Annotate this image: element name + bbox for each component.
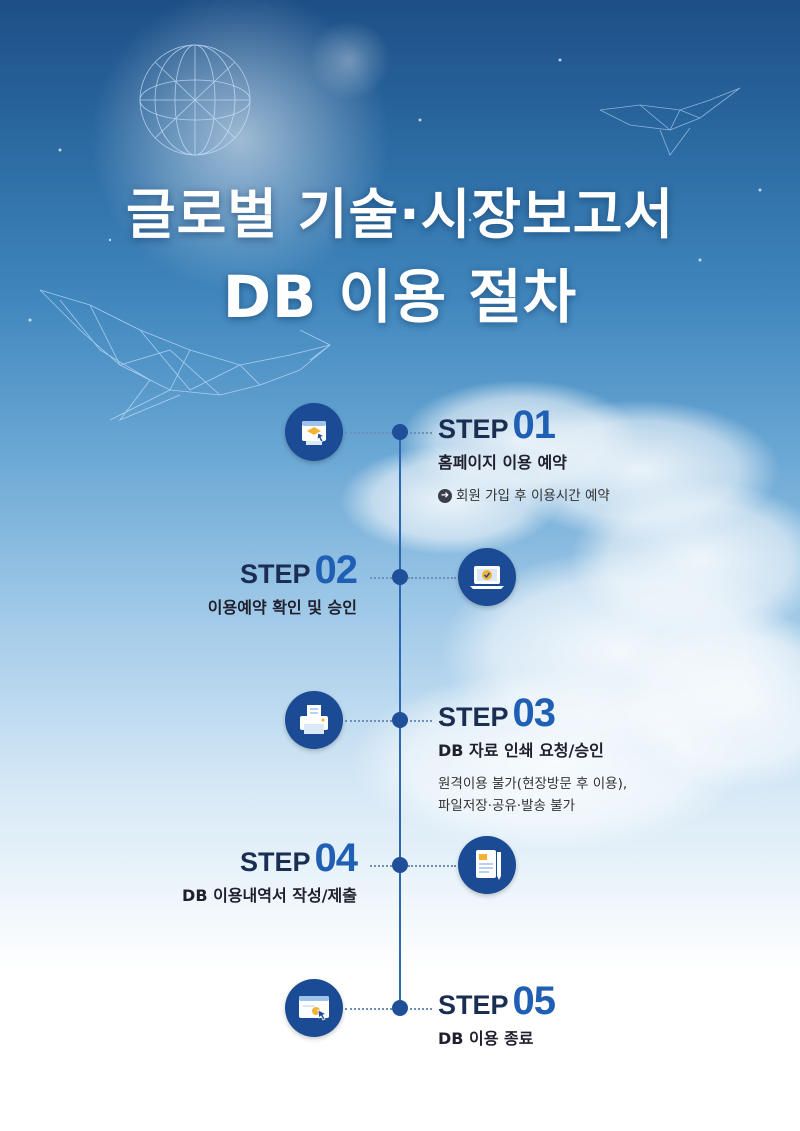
clouds <box>340 380 800 850</box>
step-word: STEP <box>438 990 509 1020</box>
step-description-line: 파일저장·공유·발송 불가 <box>438 795 627 817</box>
step-description-text: 회원 가입 후 이용시간 예약 <box>456 488 610 504</box>
timeline-dot <box>392 1000 408 1016</box>
timeline-dot <box>392 712 408 728</box>
step-description: ➜ 회원 가입 후 이용시간 예약 <box>438 485 610 507</box>
website-booking-icon <box>285 403 343 461</box>
icon-connector <box>345 432 392 434</box>
page-title-line1: 글로벌 기술·시장보고서 <box>125 183 675 246</box>
laptop-approval-icon <box>458 548 516 606</box>
step-description-text: 파일저장·공유·발송 불가 <box>438 798 576 814</box>
icon-connector <box>345 720 392 722</box>
step-description: 원격이용 불가(현장방문 후 이용), 파일저장·공유·발송 불가 <box>438 773 627 817</box>
text-connector <box>370 577 392 579</box>
step-word: STEP <box>438 414 509 444</box>
step-title: DB 이용 종료 <box>438 1029 534 1048</box>
arrow-right-icon: ➜ <box>438 489 452 503</box>
text-connector <box>410 720 432 722</box>
step-number: 03 <box>512 691 556 735</box>
step-number: 05 <box>512 979 556 1023</box>
document-pen-icon <box>458 836 516 894</box>
step-word: STEP <box>438 702 509 732</box>
timeline-dot <box>392 857 408 873</box>
network-sphere-decoration <box>139 44 251 156</box>
step-word: STEP <box>239 847 311 877</box>
step-title: 홈페이지 이용 예약 <box>438 453 567 472</box>
step-title: 이용예약 확인 및 승인 <box>207 598 357 617</box>
icon-connector <box>345 1008 392 1010</box>
printer-icon <box>285 691 343 749</box>
timeline-dot <box>392 424 408 440</box>
text-connector <box>370 865 392 867</box>
page-title-line2: DB 이용 절차 <box>222 263 578 331</box>
text-connector <box>410 1008 432 1010</box>
step-description-line: ➜ 회원 가입 후 이용시간 예약 <box>438 485 610 507</box>
step-number: 04 <box>314 836 358 880</box>
step-word: STEP <box>239 559 311 589</box>
step-number: 02 <box>314 548 358 592</box>
step-title: DB 이용내역서 작성/제출 <box>182 886 357 905</box>
step-title: DB 자료 인쇄 요청/승인 <box>438 741 604 760</box>
step-description-line: 원격이용 불가(현장방문 후 이용), <box>438 773 627 795</box>
step-description-text: 원격이용 불가(현장방문 후 이용), <box>438 776 628 792</box>
icon-connector <box>408 577 456 579</box>
network-whale-decoration <box>39 289 331 421</box>
browser-click-icon <box>285 979 343 1037</box>
step-number: 01 <box>512 403 556 447</box>
text-connector <box>410 432 432 434</box>
timeline-dot <box>392 569 408 585</box>
icon-connector <box>408 865 456 867</box>
